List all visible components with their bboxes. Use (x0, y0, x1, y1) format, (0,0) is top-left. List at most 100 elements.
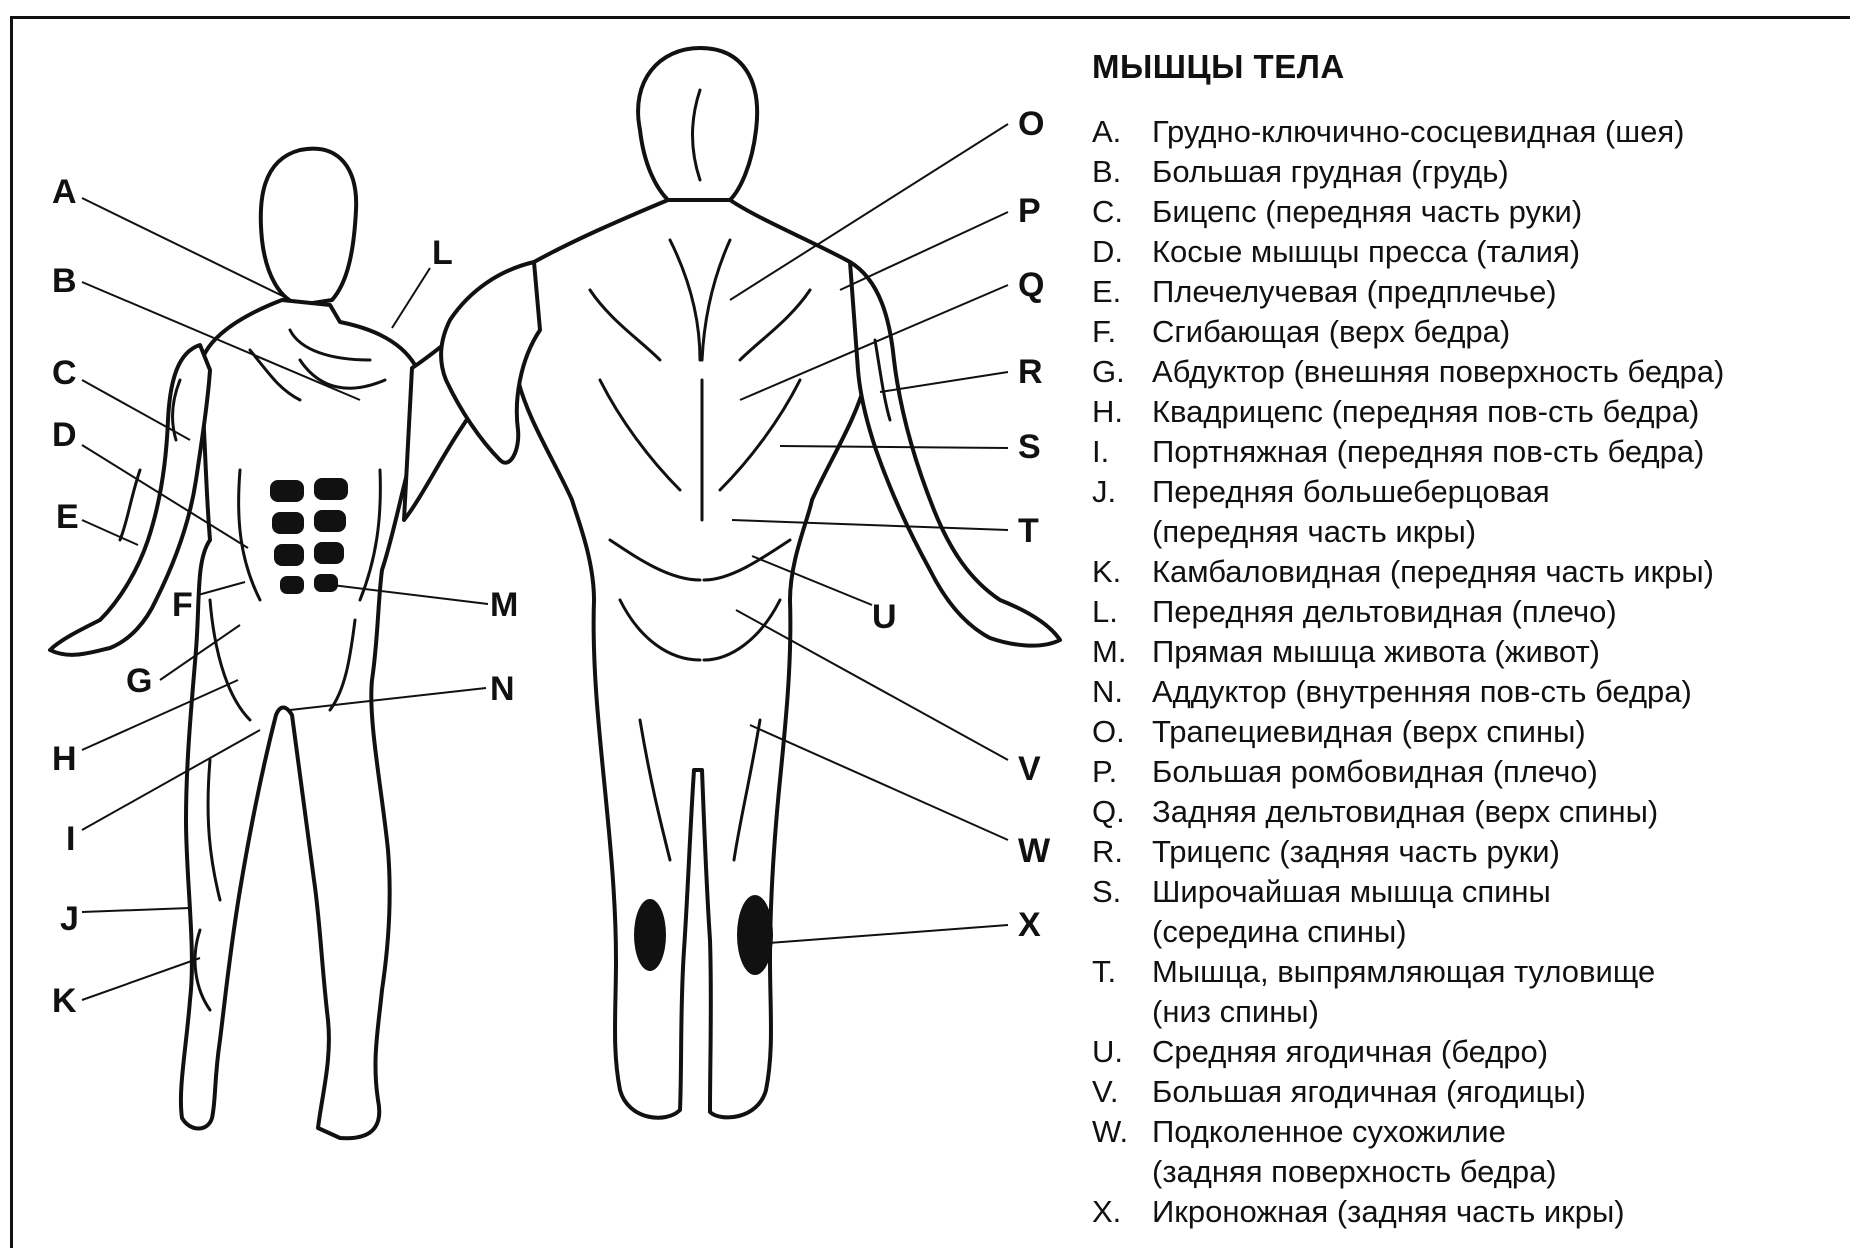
legend-text: Трицепс (задняя часть руки) (1152, 832, 1842, 872)
legend-text: Квадрицепс (передняя пов-сть бедра) (1152, 392, 1842, 432)
legend-letter: U. (1092, 1032, 1152, 1072)
legend-letter: D. (1092, 232, 1152, 272)
front-head (261, 149, 356, 305)
legend-item: I.Портняжная (передняя пов-сть бедра) (1092, 432, 1842, 472)
callout-x: X (1018, 906, 1041, 944)
back-body-figure (441, 48, 1060, 1118)
legend-item: T.Мышца, выпрямляющая туловище (низ спин… (1092, 952, 1842, 1032)
legend-item: R.Трицепс (задняя часть руки) (1092, 832, 1842, 872)
legend-text: Икроножная (задняя часть икры) (1152, 1192, 1842, 1232)
callout-s: S (1018, 428, 1041, 466)
legend-letter: P. (1092, 752, 1152, 792)
legend-letter: O. (1092, 712, 1152, 752)
legend-letter: Q. (1092, 792, 1152, 832)
callout-h: H (52, 740, 77, 778)
legend-item: V.Большая ягодичная (ягодицы) (1092, 1072, 1842, 1112)
legend-letter: T. (1092, 952, 1152, 1032)
legend-text: Портняжная (передняя пов-сть бедра) (1152, 432, 1842, 472)
legend-text: Большая ромбовидная (плечо) (1152, 752, 1842, 792)
callout-i: I (66, 820, 75, 858)
callout-p: P (1018, 192, 1041, 230)
legend-item: B.Большая грудная (грудь) (1092, 152, 1842, 192)
callout-k: K (52, 982, 77, 1020)
legend-letter: E. (1092, 272, 1152, 312)
callout-q: Q (1018, 266, 1044, 304)
legend-item: W.Подколенное сухожилие (задняя поверхно… (1092, 1112, 1842, 1192)
legend-letter: R. (1092, 832, 1152, 872)
legend-text: Грудно-ключично-сосцевидная (шея) (1152, 112, 1842, 152)
legend-text: Камбаловидная (передняя часть икры) (1152, 552, 1842, 592)
callout-b: B (52, 262, 77, 300)
legend-item: K.Камбаловидная (передняя часть икры) (1092, 552, 1842, 592)
callout-v: V (1018, 750, 1041, 788)
legend-item: L.Передняя дельтовидная (плечо) (1092, 592, 1842, 632)
callout-t: T (1018, 512, 1039, 550)
legend-text: Передняя дельтовидная (плечо) (1152, 592, 1842, 632)
legend-text: Косые мышцы пресса (талия) (1152, 232, 1842, 272)
legend-letter: C. (1092, 192, 1152, 232)
legend-letter: M. (1092, 632, 1152, 672)
callout-l: L (432, 234, 453, 272)
legend-letter: L. (1092, 592, 1152, 632)
legend-item: G.Абдуктор (внешняя поверхность бедра) (1092, 352, 1842, 392)
legend-text: Широчайшая мышца спины (середина спины) (1152, 872, 1842, 952)
legend-letter: I. (1092, 432, 1152, 472)
legend-item: X.Икроножная (задняя часть икры) (1092, 1192, 1842, 1232)
legend-item: F.Сгибающая (верх бедра) (1092, 312, 1842, 352)
callout-j: J (60, 900, 79, 938)
legend-text: Средняя ягодичная (бедро) (1152, 1032, 1842, 1072)
callout-d: D (52, 416, 77, 454)
legend-letter: B. (1092, 152, 1152, 192)
legend-item: H.Квадрицепс (передняя пов-сть бедра) (1092, 392, 1842, 432)
legend-letter: H. (1092, 392, 1152, 432)
legend-item: E.Плечелучевая (предплечье) (1092, 272, 1842, 312)
legend-letter: G. (1092, 352, 1152, 392)
callout-c: C (52, 354, 77, 392)
legend-item: C.Бицепс (передняя часть руки) (1092, 192, 1842, 232)
front-torso-legs (181, 300, 422, 1138)
legend-letter: W. (1092, 1112, 1152, 1192)
callout-f: F (172, 586, 193, 624)
callout-o: O (1018, 105, 1044, 143)
legend-text: Большая ягодичная (ягодицы) (1152, 1072, 1842, 1112)
callout-g: G (126, 662, 152, 700)
legend-item: M.Прямая мышца живота (живот) (1092, 632, 1842, 672)
legend-item: O.Трапециевидная (верх спины) (1092, 712, 1842, 752)
legend-letter: K. (1092, 552, 1152, 592)
legend-letter: F. (1092, 312, 1152, 352)
legend-text: Плечелучевая (предплечье) (1152, 272, 1842, 312)
legend-letter: J. (1092, 472, 1152, 552)
legend-text: Большая грудная (грудь) (1152, 152, 1842, 192)
legend-item: P.Большая ромбовидная (плечо) (1092, 752, 1842, 792)
legend-text: Трапециевидная (верх спины) (1152, 712, 1842, 752)
muscle-legend: МЫШЦЫ ТЕЛА A.Грудно-ключично-сосцевидная… (1092, 48, 1842, 1232)
legend-letter: V. (1092, 1072, 1152, 1112)
legend-letter: X. (1092, 1192, 1152, 1232)
legend-text: Передняя большеберцовая (передняя часть … (1152, 472, 1842, 552)
legend-text: Подколенное сухожилие (задняя поверхност… (1152, 1112, 1842, 1192)
legend-text: Задняя дельтовидная (верх спины) (1152, 792, 1842, 832)
legend-text: Прямая мышца живота (живот) (1152, 632, 1842, 672)
legend-text: Аддуктор (внутренняя пов-сть бедра) (1152, 672, 1842, 712)
legend-item: A.Грудно-ключично-сосцевидная (шея) (1092, 112, 1842, 152)
legend-letter: A. (1092, 112, 1152, 152)
callout-u: U (872, 598, 897, 636)
legend-list: A.Грудно-ключично-сосцевидная (шея)B.Бол… (1092, 112, 1842, 1232)
callout-m: M (490, 586, 518, 624)
legend-title: МЫШЦЫ ТЕЛА (1092, 48, 1842, 86)
legend-text: Бицепс (передняя часть руки) (1152, 192, 1842, 232)
legend-item: D.Косые мышцы пресса (талия) (1092, 232, 1842, 272)
legend-item: S.Широчайшая мышца спины (середина спины… (1092, 872, 1842, 952)
legend-text: Сгибающая (верх бедра) (1152, 312, 1842, 352)
callout-r: R (1018, 353, 1043, 391)
legend-text: Мышца, выпрямляющая туловище (низ спины) (1152, 952, 1842, 1032)
callout-e: E (56, 498, 79, 536)
callout-n: N (490, 670, 515, 708)
callout-a: A (52, 173, 77, 211)
legend-letter: N. (1092, 672, 1152, 712)
legend-text: Абдуктор (внешняя поверхность бедра) (1152, 352, 1842, 392)
legend-item: J.Передняя большеберцовая (передняя част… (1092, 472, 1842, 552)
legend-letter: S. (1092, 872, 1152, 952)
legend-item: U.Средняя ягодичная (бедро) (1092, 1032, 1842, 1072)
legend-item: Q.Задняя дельтовидная (верх спины) (1092, 792, 1842, 832)
